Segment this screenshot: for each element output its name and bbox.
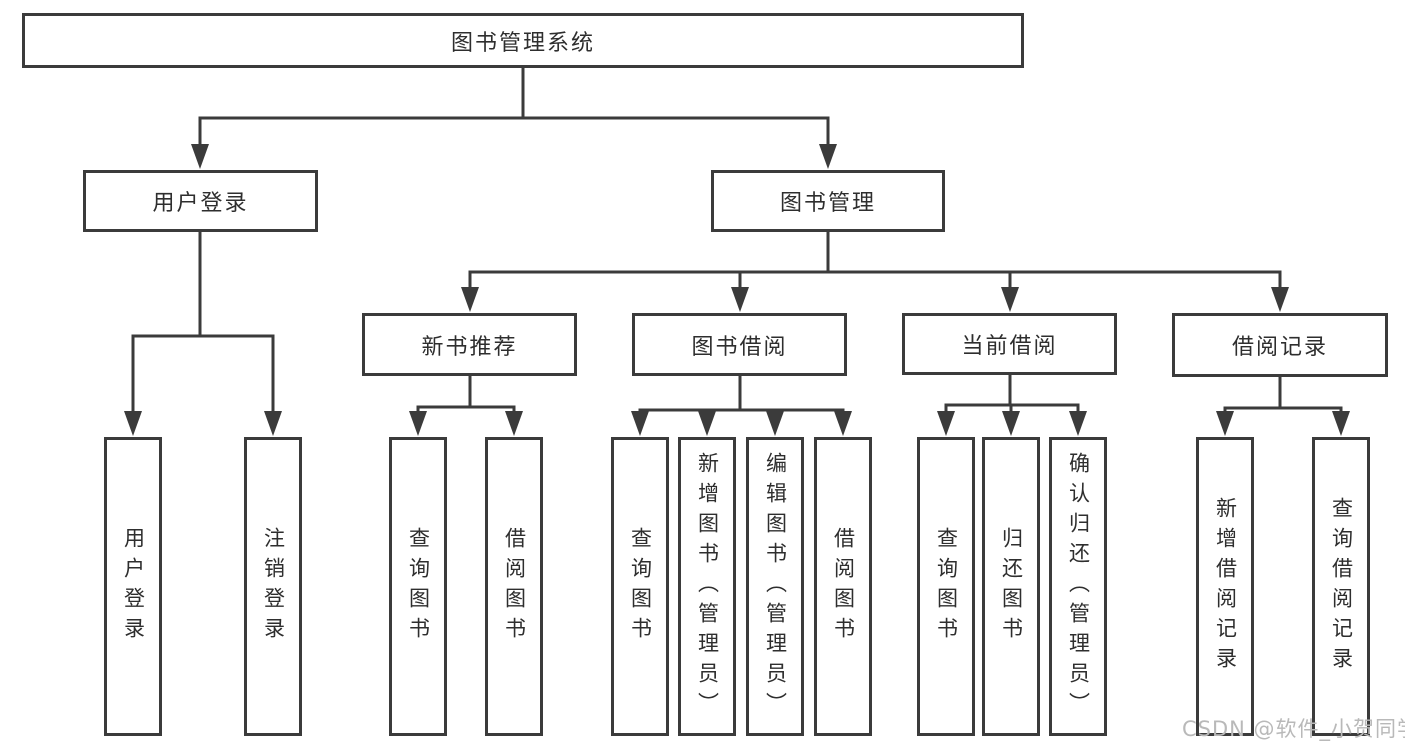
leaf-label: 查询图书 xyxy=(628,526,653,647)
leaf-query-books-current: 查询图书 xyxy=(917,437,975,736)
node-label: 新书推荐 xyxy=(421,334,518,360)
arrow-down-icon xyxy=(1001,287,1019,312)
leaf-logout: 注销登录 xyxy=(244,437,302,736)
arrow-down-icon xyxy=(731,287,749,312)
arrow-down-icon xyxy=(461,287,479,312)
leaf-query-books-borrow: 查询图书 xyxy=(611,437,669,736)
leaf-borrow-books-recommend: 借阅图书 xyxy=(485,437,543,736)
watermark: CSDN @软件_小贺同学 xyxy=(1182,717,1405,741)
arrow-down-icon xyxy=(264,411,282,436)
node-label: 图书借阅 xyxy=(691,334,788,360)
node-book-management: 图书管理 xyxy=(711,170,945,232)
node-label: 图书管理 xyxy=(779,191,876,216)
arrow-down-icon xyxy=(937,411,955,436)
arrow-down-icon xyxy=(1332,411,1350,436)
leaf-label: 新增借阅记录 xyxy=(1213,496,1238,677)
leaf-label: 编辑图书（管理员） xyxy=(763,451,788,722)
leaf-query-borrow-record: 查询借阅记录 xyxy=(1312,437,1370,736)
user-login-split-line xyxy=(131,334,275,414)
node-book-borrowing: 图书借阅 xyxy=(632,313,847,376)
arrow-down-icon xyxy=(834,411,852,436)
arrow-down-icon xyxy=(698,411,716,436)
node-root-system: 图书管理系统 xyxy=(22,13,1024,68)
node-new-book-recommend: 新书推荐 xyxy=(362,313,577,376)
leaf-label: 注销登录 xyxy=(261,526,286,647)
borrow-records-split-line xyxy=(1223,406,1343,413)
node-label: 借阅记录 xyxy=(1231,335,1328,360)
leaf-label: 查询图书 xyxy=(934,526,959,647)
arrow-down-icon xyxy=(1216,411,1234,436)
leaf-label: 用户登录 xyxy=(121,526,146,647)
leaf-label: 查询图书 xyxy=(406,526,431,647)
leaf-label: 新增图书（管理员） xyxy=(695,451,720,722)
leaf-query-books-recommend: 查询图书 xyxy=(389,437,447,736)
arrow-down-icon xyxy=(409,411,427,436)
leaf-add-borrow-record: 新增借阅记录 xyxy=(1196,437,1254,736)
leaf-borrow-books: 借阅图书 xyxy=(814,437,872,736)
node-label: 图书管理系统 xyxy=(450,30,595,56)
leaf-label: 借阅图书 xyxy=(502,526,527,647)
leaf-edit-books-admin: 编辑图书（管理员） xyxy=(746,437,804,736)
leaf-label: 归还图书 xyxy=(999,526,1024,647)
root-split-line xyxy=(198,116,830,147)
node-user-login: 用户登录 xyxy=(83,170,318,232)
leaf-confirm-return-admin: 确认归还（管理员） xyxy=(1049,437,1107,736)
arrow-down-icon xyxy=(819,144,837,169)
arrow-down-icon xyxy=(1002,411,1020,436)
current-borrow-split-line xyxy=(944,403,1080,413)
book-borrow-split-line xyxy=(638,408,845,413)
node-label: 当前借阅 xyxy=(961,334,1058,359)
arrow-down-icon xyxy=(766,411,784,436)
new-books-split-line xyxy=(416,405,516,413)
arrow-down-icon xyxy=(191,144,209,169)
arrow-down-icon xyxy=(1069,411,1087,436)
arrow-down-icon xyxy=(1271,287,1289,312)
leaf-label: 借阅图书 xyxy=(831,526,856,647)
leaf-add-books-admin: 新增图书（管理员） xyxy=(678,437,736,736)
leaf-return-books: 归还图书 xyxy=(982,437,1040,736)
node-label: 用户登录 xyxy=(152,191,249,216)
arrow-down-icon xyxy=(505,411,523,436)
leaf-label: 确认归还（管理员） xyxy=(1066,451,1091,722)
leaf-user-login: 用户登录 xyxy=(104,437,162,736)
arrow-down-icon xyxy=(124,411,142,436)
arrow-down-icon xyxy=(631,411,649,436)
leaf-label: 查询借阅记录 xyxy=(1329,496,1354,677)
book-mgmt-split-line xyxy=(468,270,1282,290)
node-borrowing-records: 借阅记录 xyxy=(1172,313,1388,377)
node-current-borrowing: 当前借阅 xyxy=(902,313,1117,375)
